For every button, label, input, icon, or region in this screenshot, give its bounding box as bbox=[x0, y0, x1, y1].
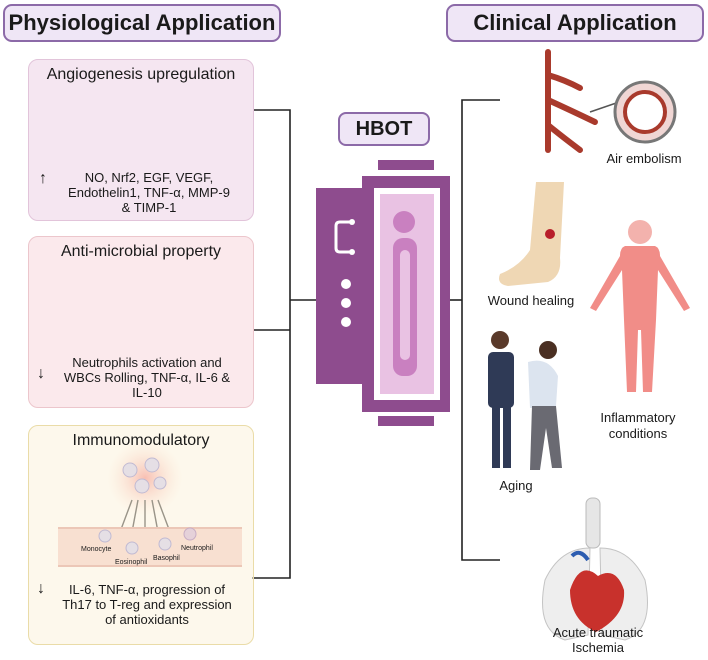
aging-label: Aging bbox=[499, 478, 533, 493]
clinical-header-label: Clinical Application bbox=[473, 10, 677, 35]
hbot-title: HBOT bbox=[355, 117, 413, 140]
clinical-application-header: Clinical Application bbox=[446, 4, 704, 42]
immunomodulatory-title: Immunomodulatory bbox=[72, 432, 210, 449]
lungs-heart-icon bbox=[542, 497, 648, 641]
angiogenesis-line-1: NO, Nrf2, EGF, VEGF, bbox=[84, 170, 214, 185]
ischemia-label: Acute traumatic Ischemia bbox=[543, 625, 653, 655]
ischemia-line-1: Acute traumatic bbox=[552, 625, 644, 640]
immuno-line-2: Th17 to T-reg and expression bbox=[62, 597, 232, 612]
cell-label-monocyte: Monocyte bbox=[81, 546, 112, 553]
ischemia-line-2: Ischemia bbox=[571, 640, 625, 655]
air-embolism-label: Air embolism bbox=[606, 151, 682, 166]
antimicrobial-line-1: Neutrophils activation and bbox=[72, 355, 222, 370]
antimicrobial-panel: Anti-microbial property ↓ Neutrophils ac… bbox=[28, 236, 254, 408]
angiogenesis-title: Angiogenesis upregulation bbox=[46, 66, 236, 83]
down-arrow-icon: ↓ bbox=[37, 580, 45, 597]
angiogenesis-line-3: & TIMP-1 bbox=[121, 200, 177, 215]
antimicrobial-line-3: IL-10 bbox=[132, 385, 162, 400]
antimicrobial-title: Anti-microbial property bbox=[60, 243, 222, 260]
physiological-application-header: Physiological Application bbox=[3, 4, 281, 42]
angiogenesis-panel: Angiogenesis upregulation ↑ NO, Nrf2, EG… bbox=[28, 59, 254, 221]
leg-wound-icon bbox=[499, 182, 564, 286]
angiogenesis-text: NO, Nrf2, EGF, VEGF, Endothelin1, TNF-α,… bbox=[51, 170, 247, 215]
immuno-line-1: IL-6, TNF-α, progression of bbox=[68, 582, 226, 597]
inflamed-body-icon bbox=[590, 220, 690, 392]
aging-people-icon bbox=[488, 331, 562, 470]
down-arrow-icon: ↓ bbox=[37, 365, 45, 382]
inflammatory-line-1: Inflammatory bbox=[600, 410, 676, 425]
immuno-line-3: of antioxidants bbox=[105, 612, 189, 627]
immunomodulatory-text: IL-6, TNF-α, progression of Th17 to T-re… bbox=[47, 582, 247, 627]
physiological-header-label: Physiological Application bbox=[8, 10, 276, 35]
inflammatory-line-2: conditions bbox=[608, 426, 668, 441]
cell-label-eosinophil: Eosinophil bbox=[115, 559, 148, 566]
hbot-label: HBOT bbox=[338, 112, 430, 146]
antimicrobial-text: Neutrophils activation and WBCs Rolling,… bbox=[47, 355, 247, 400]
connector-lines bbox=[252, 99, 500, 579]
inflammatory-conditions-label: Inflammatory conditions bbox=[588, 410, 688, 442]
angiogenesis-line-2: Endothelin1, TNF-α, MMP-9 bbox=[68, 185, 230, 200]
wound-healing-label: Wound healing bbox=[487, 293, 575, 308]
up-arrow-icon: ↑ bbox=[39, 170, 47, 187]
hyperbaric-chamber-icon bbox=[316, 160, 450, 426]
immunomodulatory-panel: Immunomodulatory Monocyte Eosinophil Bas… bbox=[28, 425, 254, 645]
antimicrobial-line-2: WBCs Rolling, TNF-α, IL-6 & bbox=[63, 370, 231, 385]
cell-label-basophil: Basophil bbox=[153, 555, 180, 562]
air-embolism-icon bbox=[545, 49, 677, 153]
cell-label-neutrophil: Neutrophil bbox=[181, 545, 213, 552]
